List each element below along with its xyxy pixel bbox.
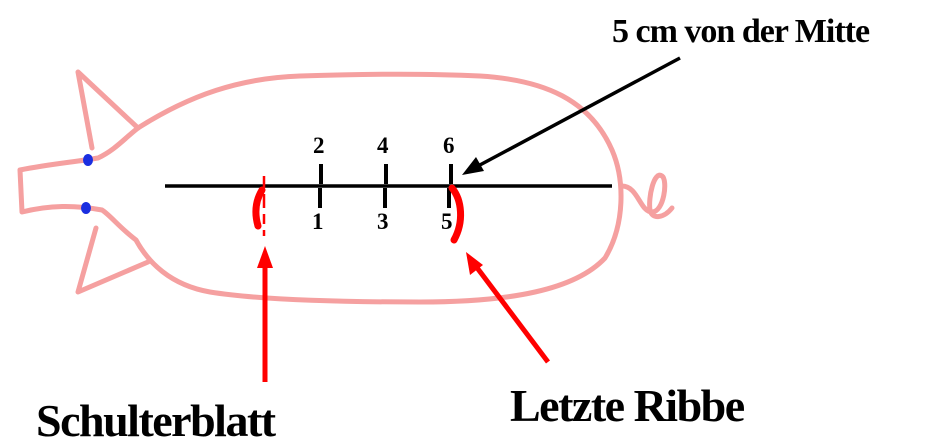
rib-arrowhead <box>466 252 483 275</box>
label-last-rib: Letzte Ribbe <box>510 380 745 431</box>
red-arrows <box>257 246 550 382</box>
shoulder-arrowhead <box>257 246 273 268</box>
point-label-1: 1 <box>312 209 324 234</box>
pig-eye-top <box>83 154 93 166</box>
black-arrowhead <box>462 157 484 175</box>
pig-eye-bottom <box>81 202 91 214</box>
point-label-5: 5 <box>441 209 453 234</box>
pig-ear-top <box>75 69 141 151</box>
shoulder-marker <box>252 176 266 236</box>
black-arrow-shaft <box>477 56 681 168</box>
ticks-above <box>319 164 453 184</box>
ticks-below <box>318 188 451 208</box>
pig-ear-bottom <box>75 225 151 295</box>
pig-tail <box>619 172 675 219</box>
last-rib-arc <box>448 184 464 244</box>
point-label-6: 6 <box>443 133 455 158</box>
label-5cm-from-center: 5 cm von der Mitte <box>612 13 870 50</box>
label-shoulder-blade: Schulterblatt <box>36 395 277 443</box>
point-label-4: 4 <box>377 133 389 158</box>
point-label-3: 3 <box>377 209 389 234</box>
rib-arrow-shaft <box>473 263 550 364</box>
point-label-2: 2 <box>313 133 325 158</box>
black-arrow <box>462 56 681 175</box>
shoulder-arc <box>252 186 266 230</box>
pig-outline <box>17 69 675 305</box>
pig-body <box>17 71 624 305</box>
